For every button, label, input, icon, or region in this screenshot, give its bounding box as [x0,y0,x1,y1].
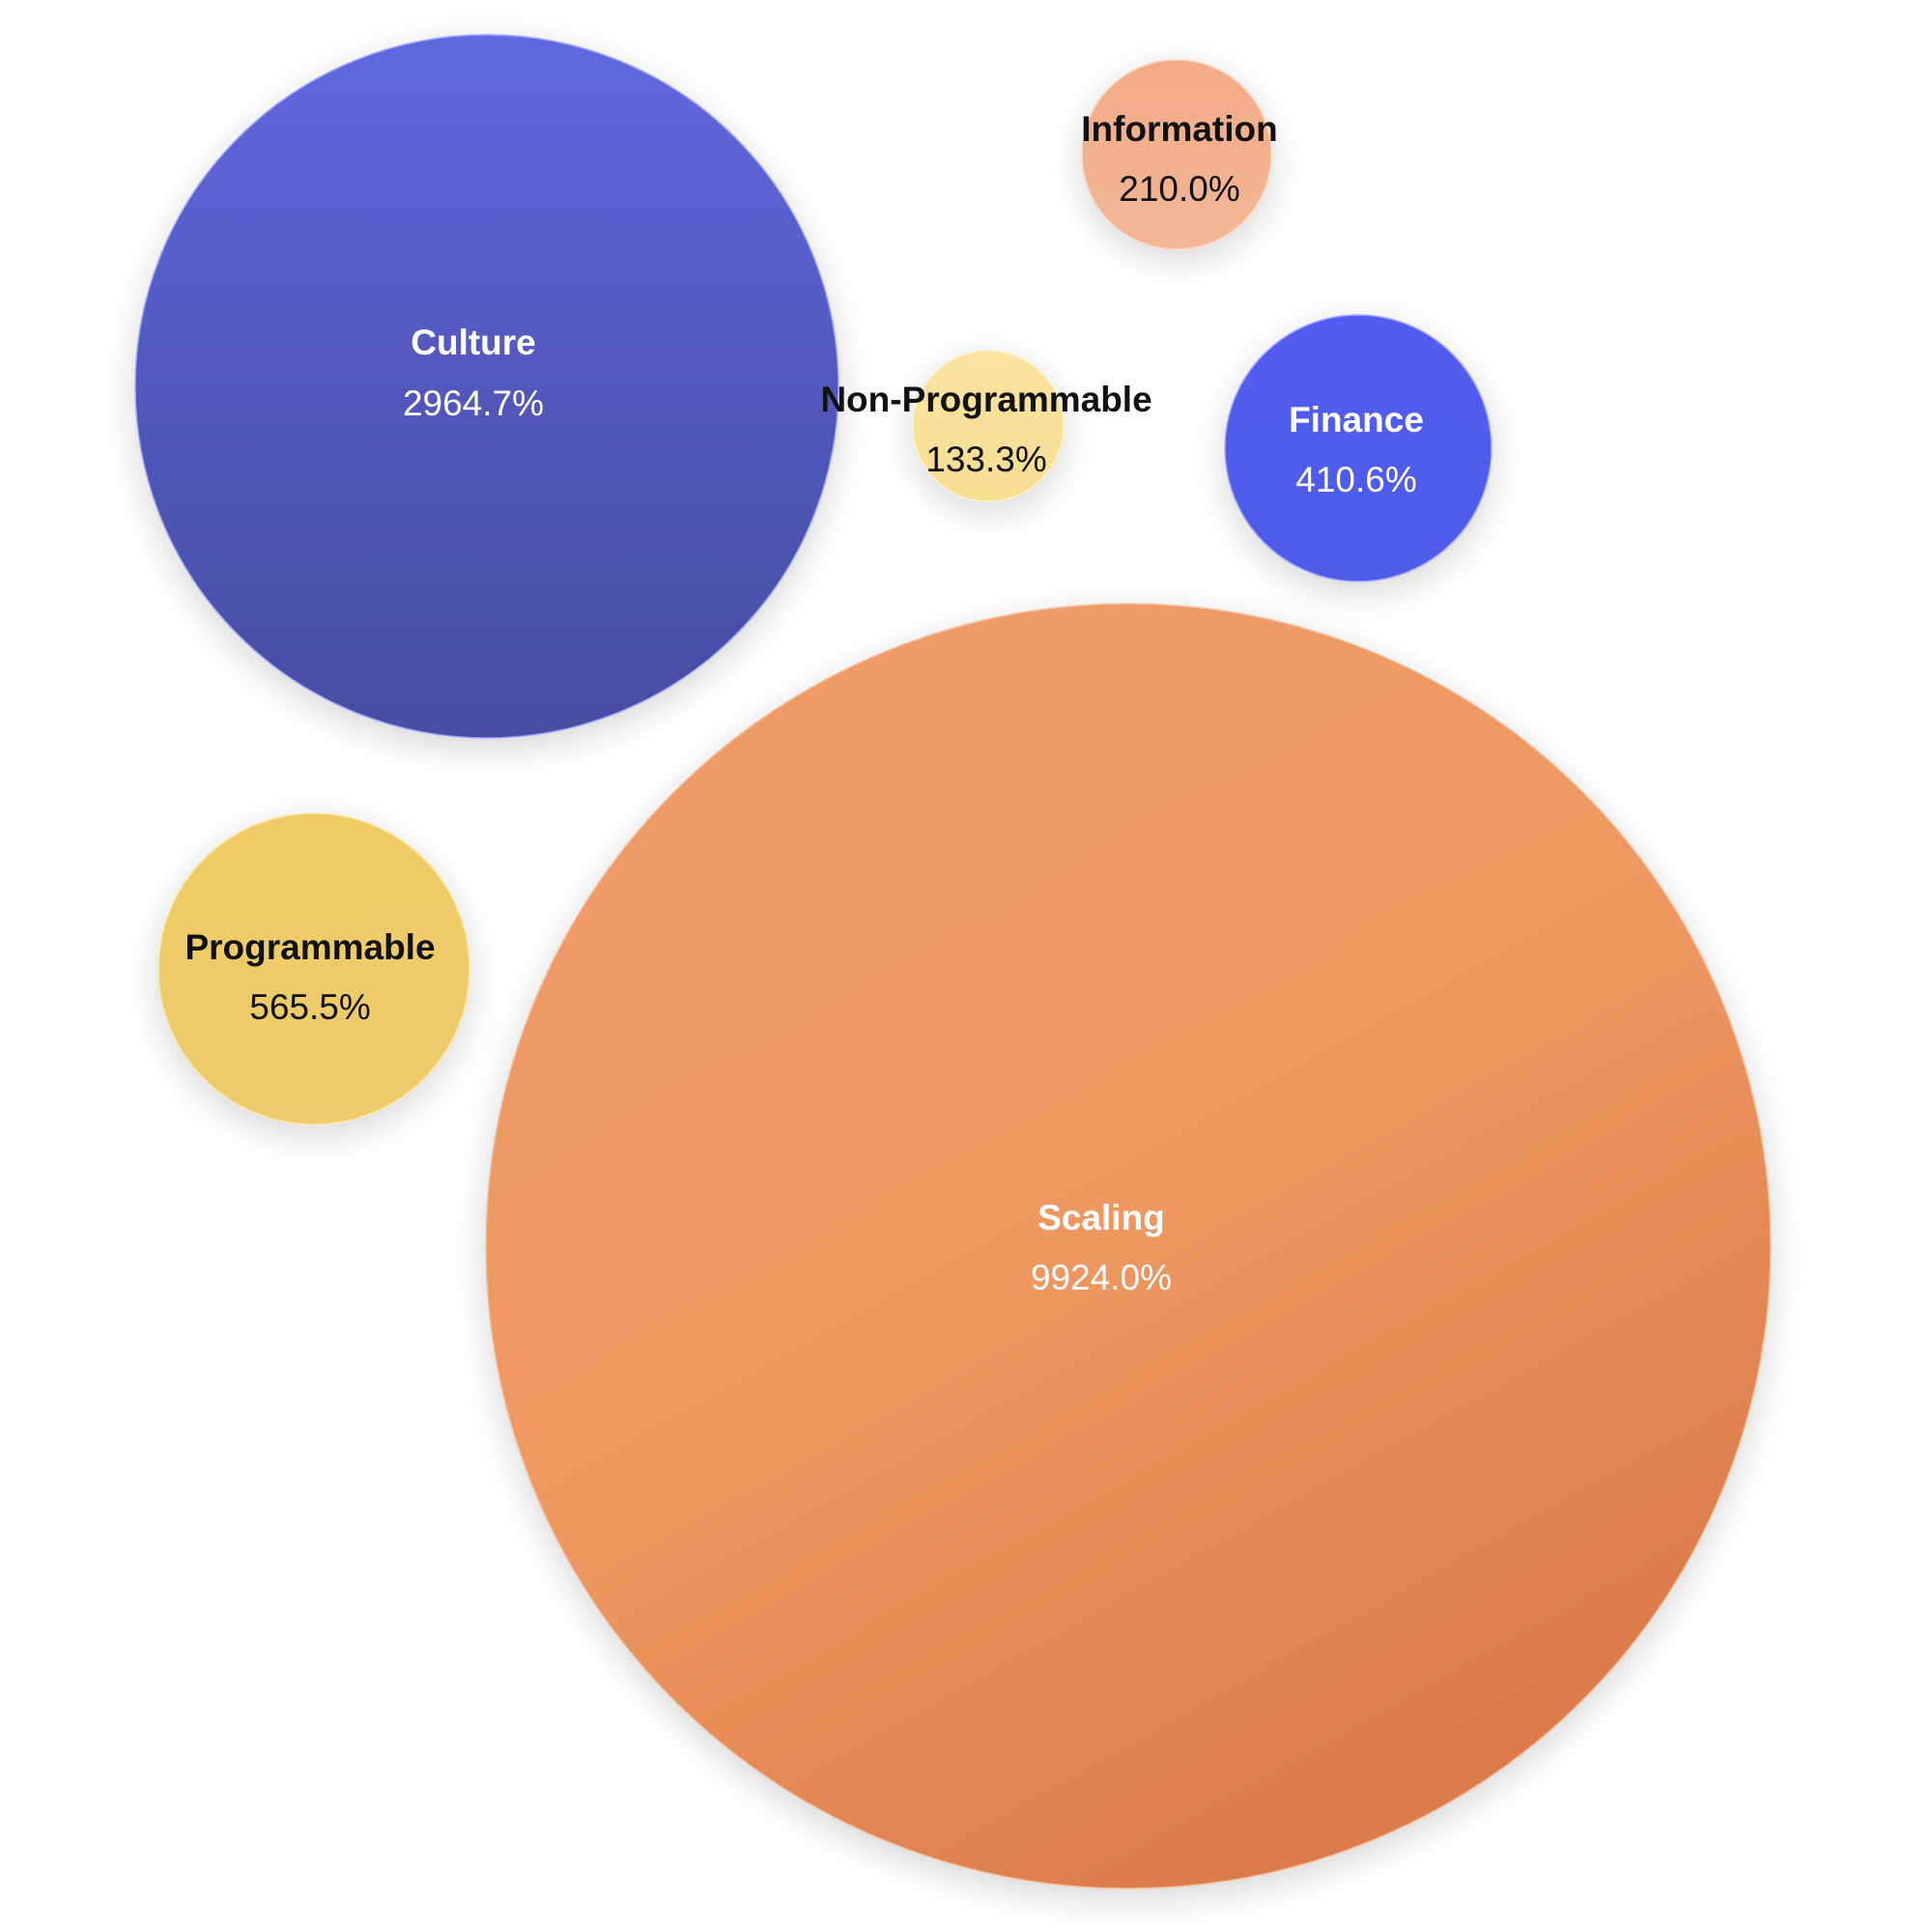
bubble-culture[interactable] [134,34,839,739]
bubble-group-finance: Finance 410.6% [1224,314,1492,582]
bubble-value-non-programmable: 133.3% [925,440,1047,479]
bubble-label-non-programmable: Non-Programmable [820,380,1151,419]
bubble-value-scaling: 9924.0% [1031,1258,1172,1297]
bubble-label-scaling: Scaling [1037,1198,1165,1237]
bubble-group-information: Information 210.0% [1081,59,1278,250]
bubble-information[interactable] [1081,59,1272,250]
bubble-value-finance: 410.6% [1295,460,1417,499]
bubble-programmable[interactable] [157,812,470,1125]
bubble-value-culture: 2964.7% [403,384,544,423]
bubble-group-non-programmable: Non-Programmable 133.3% [820,350,1152,502]
bubble-finance[interactable] [1224,314,1492,582]
bubble-group-scaling: Scaling 9924.0% [485,603,1772,1889]
bubble-label-culture: Culture [411,323,536,362]
bubble-value-information: 210.0% [1119,169,1240,209]
bubble-label-information: Information [1081,109,1277,149]
bubble-non-programmable[interactable] [912,350,1065,502]
bubble-label-programmable: Programmable [185,927,435,967]
bubble-group-programmable: Programmable 565.5% [157,812,470,1125]
bubble-label-finance: Finance [1289,400,1424,440]
bubble-scaling[interactable] [485,603,1772,1889]
bubble-value-programmable: 565.5% [249,987,371,1027]
bubble-group-culture: Culture 2964.7% [134,34,839,739]
